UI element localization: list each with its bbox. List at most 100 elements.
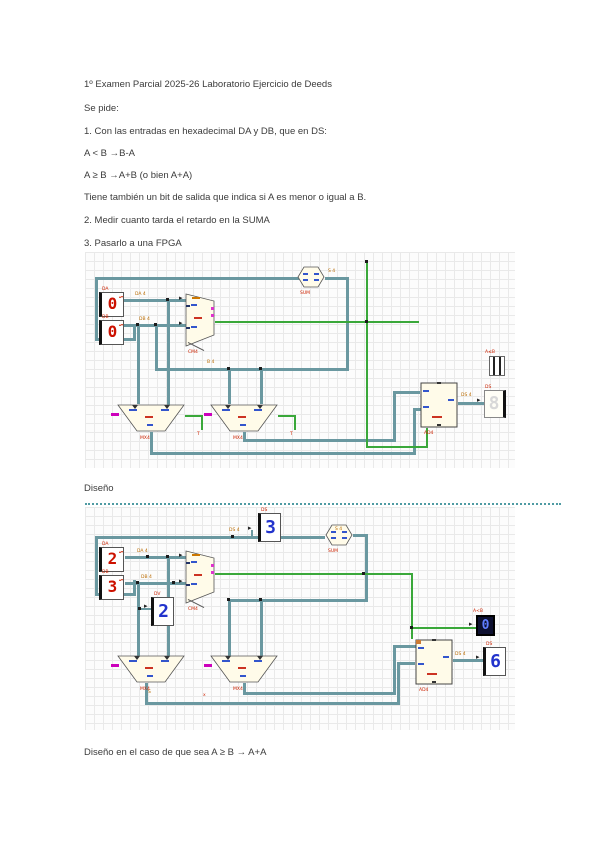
select-stub [204, 664, 212, 667]
circuit-diagram-design: DS 3 DA 2 ▴▾ DB 3 ▴▾ DV 2 [85, 507, 515, 730]
wire-segment [243, 439, 396, 442]
doc-line: 3. Pasarlo a una FPGA [84, 237, 182, 249]
flag-label: A<B [473, 609, 483, 614]
bus-label: T [290, 432, 293, 437]
wire-segment [228, 599, 368, 602]
wire-segment [133, 325, 136, 341]
bus-label: S 4 [328, 269, 336, 274]
wire-segment [95, 536, 325, 539]
bus-label: DB 4 [139, 317, 150, 322]
junction-dot [154, 323, 157, 326]
signal-wire-segment [411, 627, 476, 629]
bus-label: SUM [328, 549, 339, 554]
wire-segment [260, 368, 263, 404]
input-b-value: 0 [107, 322, 118, 341]
bus-label: x [203, 693, 206, 698]
junction-dot [166, 555, 169, 558]
wire-segment [453, 659, 483, 662]
junction-dot [410, 626, 413, 629]
wire-segment [167, 299, 170, 405]
signal-wire-segment [201, 415, 203, 430]
wire-segment [145, 683, 148, 705]
wire-segment [353, 534, 367, 537]
stepper-icon[interactable]: ▴▾ [119, 322, 124, 327]
stepper-icon[interactable]: ▴▾ [119, 549, 124, 554]
junction-dot [362, 572, 365, 575]
bus-label: DA 4 [137, 549, 148, 554]
bus-arrow-icon: ▸ [179, 552, 183, 559]
wire-segment [325, 277, 346, 280]
select-stub [111, 664, 119, 667]
output-label: DS [485, 385, 492, 390]
wire-segment [251, 530, 253, 538]
junction-dot [146, 555, 149, 558]
bus-label: DA 4 [135, 292, 146, 297]
junction-dot [166, 298, 169, 301]
hex-input-a[interactable]: DA 0 ▴▾ [99, 287, 124, 317]
wire-segment [228, 599, 231, 658]
adder-block [415, 639, 453, 685]
bus-arrow-icon: ▸ [476, 654, 480, 661]
signal-wire-segment [215, 573, 413, 575]
wire-segment [228, 368, 231, 404]
hex-input-b[interactable]: DB 0 ▴▾ [99, 315, 124, 345]
bus-label: T [197, 432, 200, 437]
adder-small [325, 524, 353, 546]
select-stub [204, 413, 212, 416]
bus-arrow-icon: ▸ [144, 603, 148, 610]
wire-segment [243, 432, 246, 442]
bus-arrow-icon: ▸ [179, 295, 183, 302]
wire-segment [125, 556, 187, 559]
signal-wire-segment [185, 415, 203, 417]
flag-display: 0 [476, 615, 495, 636]
wire-segment [243, 683, 246, 695]
hex-input-b[interactable]: DB 3 ▴▾ [99, 570, 124, 600]
sum-value: 6 [490, 651, 501, 672]
junction-dot [136, 323, 139, 326]
input-a-label: DA [102, 542, 109, 547]
bus-arrow-icon: ▸ [477, 397, 481, 404]
input-a-value: 0 [107, 294, 118, 313]
signal-wire-segment [426, 428, 428, 448]
comparator [185, 550, 215, 604]
wire-segment [137, 582, 140, 658]
doc-line: 2. Medir cuanto tarda el retardo en la S… [84, 214, 270, 226]
wire-segment [413, 410, 416, 455]
doc-line: A < B →B-A [84, 147, 135, 159]
junction-dot [138, 607, 141, 610]
input-a-value: 2 [107, 549, 118, 568]
stepper-icon[interactable]: ▴▾ [119, 294, 124, 299]
bus-label: MX4 [140, 687, 150, 692]
wire-segment [145, 702, 400, 705]
wire-segment [393, 393, 396, 442]
bus-arrow-icon: ▸ [179, 578, 183, 585]
wire-segment [365, 534, 368, 602]
wire-segment [393, 391, 420, 394]
viewer-mid-value: 2 [158, 601, 169, 622]
flag-value: 0 [481, 618, 490, 633]
wire-segment [155, 368, 349, 371]
wire-segment [150, 432, 153, 455]
bus-label: MX4 [233, 436, 243, 441]
input-b-value: 3 [107, 577, 118, 596]
hex-input-a[interactable]: DA 2 ▴▾ [99, 542, 124, 572]
junction-dot [365, 320, 368, 323]
bus-label: AD4 [419, 688, 429, 693]
bus-label: S 4 [335, 527, 343, 532]
input-b-label: DB [102, 570, 109, 575]
junction-dot [172, 581, 175, 584]
junction-dot [227, 598, 230, 601]
wire-segment [393, 646, 396, 695]
wire-segment [346, 277, 349, 371]
bus-label: MX4 [233, 687, 243, 692]
canvas-border-dotted [85, 503, 561, 505]
caption-design: Diseño [84, 482, 114, 494]
hex-output-display: DS 8 [484, 385, 506, 418]
wire-segment [125, 582, 189, 585]
wire-segment [243, 692, 396, 695]
doc-line: 1. Con las entradas en hexadecimal DA y … [84, 125, 327, 137]
stepper-icon[interactable]: ▴▾ [119, 577, 124, 582]
bus-label: B 4 [207, 360, 215, 365]
wire-segment [393, 645, 418, 648]
junction-dot [227, 367, 230, 370]
